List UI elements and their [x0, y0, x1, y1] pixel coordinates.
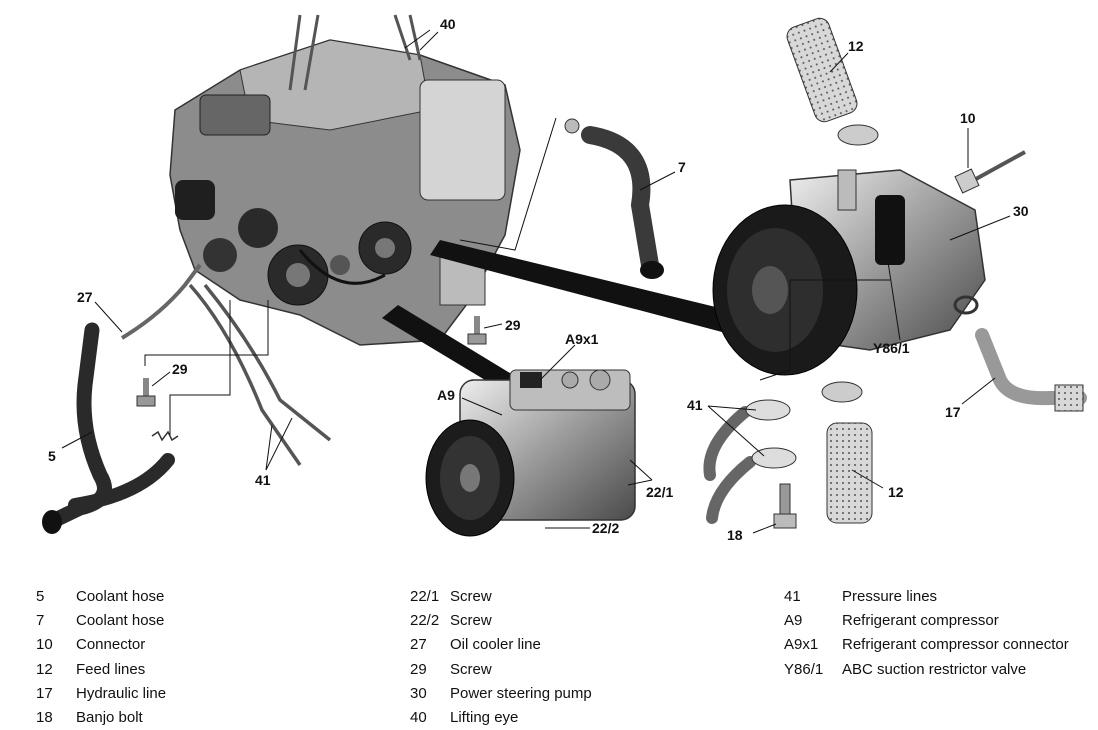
legend-label: Screw	[450, 612, 492, 630]
legend-label: Pressure lines	[842, 588, 938, 605]
power-steering-pump	[712, 169, 986, 376]
legend-number: 40	[410, 709, 427, 727]
coolant-hose-7	[581, 126, 659, 274]
callout-27: 27	[77, 289, 93, 305]
legend-label: Hydraulic line	[76, 684, 167, 702]
legend-label: Feed lines	[76, 660, 146, 678]
callout-A9: A9	[437, 387, 455, 403]
callout-5: 5	[48, 448, 56, 464]
refrigerant-compressor-connector	[520, 372, 542, 388]
legend-label: Coolant hose	[76, 612, 165, 630]
legend-label: Oil cooler line	[450, 636, 541, 654]
legend-number: 5	[36, 588, 45, 605]
callout-10: 10	[960, 110, 976, 126]
legend-item: 18 Banjo bolt	[36, 706, 166, 730]
legend-item: 29 Screw	[410, 658, 592, 682]
exploded-view-diagram: 40 12 10 7 30 27 29 29 5 41 A9x1 A9 22/1…	[42, 14, 1087, 543]
screw-29-right	[467, 316, 487, 345]
legend-number: Y86/1	[784, 660, 824, 678]
hose-clamp-bottom	[821, 381, 863, 403]
legend-number: 17	[36, 684, 53, 702]
legend-item: 40 Lifting eye	[410, 706, 592, 730]
legend-item: 22/2 Screw	[410, 609, 592, 633]
legend-item: 41 Pressure lines	[784, 585, 1069, 609]
projection-band-pump	[430, 240, 728, 332]
callout-30: 30	[1013, 203, 1029, 219]
legend-item: 30 Power steering pump	[410, 682, 592, 706]
callout-40: 40	[440, 16, 456, 32]
callout-29-right: 29	[505, 317, 521, 333]
callout-A9x1: A9x1	[565, 331, 599, 347]
projection-band-compressor	[382, 305, 518, 392]
legend-label: ABC suction restrictor valve	[842, 660, 1027, 678]
feed-line-top	[786, 17, 858, 123]
legend-number: 30	[410, 684, 427, 702]
coolant-hose-5-end	[42, 510, 62, 534]
callout-12-top: 12	[848, 38, 864, 54]
legend-item: 17 Hydraulic line	[36, 682, 166, 706]
callout-18: 18	[727, 527, 743, 543]
legend-item: 7 Coolant hose	[36, 609, 166, 633]
hose-clamp-top	[837, 124, 879, 146]
abc-suction-restrictor-valve	[875, 195, 905, 265]
callout-41-left: 41	[255, 472, 271, 488]
screw-29-left	[136, 378, 156, 407]
leader-lines	[61, 29, 1011, 534]
legend-number: 27	[410, 636, 427, 654]
legend-label: Screw	[450, 660, 492, 678]
legend-item: 12 Feed lines	[36, 658, 166, 682]
legend-item: 10 Connector	[36, 633, 166, 657]
hydraulic-line	[975, 328, 1087, 412]
feed-line-bottom	[826, 422, 873, 524]
legend-label: Lifting eye	[450, 709, 519, 727]
oil-cooler-line	[120, 263, 202, 340]
seal-ring	[953, 295, 979, 315]
callout-22-1: 22/1	[646, 484, 673, 500]
connector	[954, 150, 1026, 194]
legend-number: A9	[784, 612, 803, 630]
legend-item: 27 Oil cooler line	[410, 633, 592, 657]
legend-number: 22/2	[410, 612, 440, 630]
legend-item: Y86/1 ABC suction restrictor valve	[784, 658, 1069, 682]
legend-label: Coolant hose	[76, 588, 165, 605]
refrigerant-compressor	[425, 369, 636, 537]
engine-assembly	[169, 14, 521, 346]
callout-Y86-1: Y86/1	[873, 340, 910, 356]
legend-number: 22/1	[410, 588, 440, 605]
legend-label: Connector	[76, 636, 146, 654]
banjo-bolt	[773, 483, 797, 529]
spring-clip	[151, 430, 179, 442]
pressure-lines-left	[188, 283, 332, 466]
pressure-lines-right	[703, 399, 797, 524]
coolant-hose-5-branch	[68, 453, 175, 512]
callout-41-right: 41	[687, 397, 703, 413]
legend-label: Power steering pump	[450, 684, 592, 702]
coolant-hose-5	[47, 322, 112, 528]
legend-item: A9 Refrigerant compressor	[784, 609, 1069, 633]
legend-number: 18	[36, 709, 53, 727]
legend-label: Banjo bolt	[76, 709, 143, 727]
legend-label: Screw	[450, 588, 492, 605]
callout-7: 7	[678, 159, 686, 175]
coolant-hose-7-end	[640, 261, 664, 279]
legend-item: 5 Coolant hose	[36, 585, 166, 609]
callout-12-bottom: 12	[888, 484, 904, 500]
legend-label: Refrigerant compressor	[842, 612, 999, 630]
legend-number: 12	[36, 660, 53, 678]
callout-22-2: 22/2	[592, 520, 619, 536]
legend-number: 10	[36, 636, 53, 654]
legend-number: 29	[410, 660, 427, 678]
legend-number: A9x1	[784, 636, 819, 654]
legend-number: 7	[36, 612, 45, 630]
legend-item: 22/1 Screw	[410, 585, 592, 609]
callout-29-left: 29	[172, 361, 188, 377]
hose-clamp-7	[564, 118, 580, 134]
legend-label: Refrigerant compressor connector	[842, 636, 1069, 654]
callout-17: 17	[945, 404, 961, 420]
legend-item: A9x1 Refrigerant compressor connector	[784, 633, 1069, 657]
legend-number: 41	[784, 588, 801, 605]
